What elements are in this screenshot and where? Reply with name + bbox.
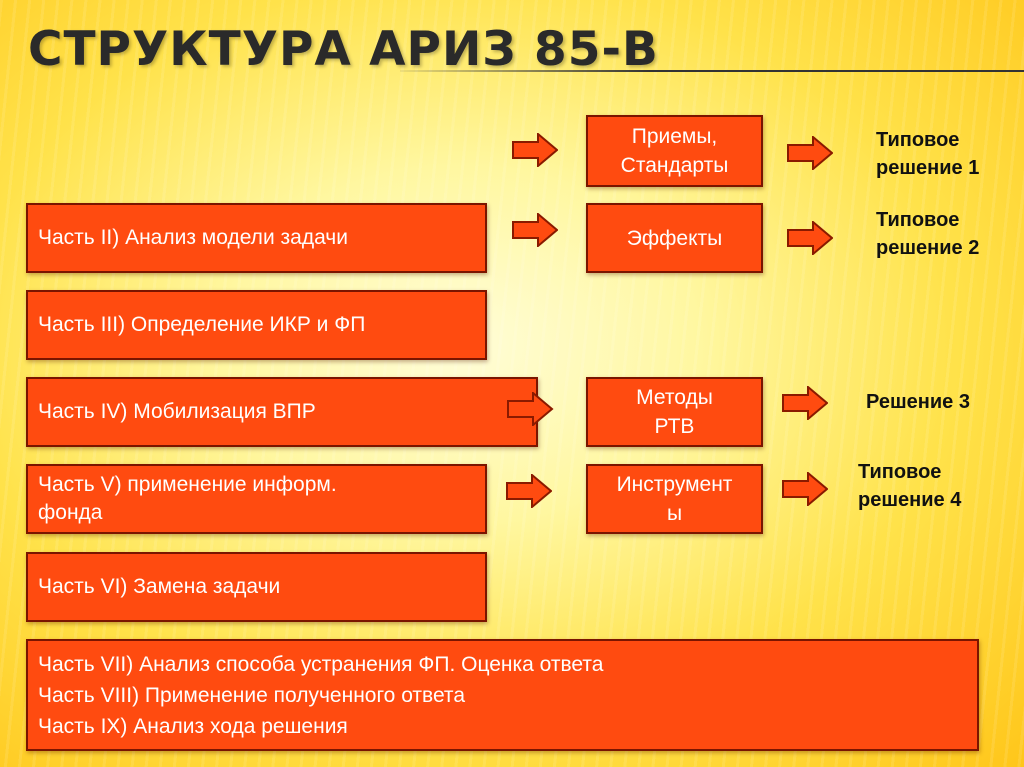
- right-arrow-icon: [506, 474, 552, 508]
- result-3-label: Решение 3: [866, 391, 970, 413]
- part-3-box: Часть III) Определение ИКР и ФП: [26, 290, 487, 360]
- part-6-label: Часть VI) Замена задачи: [38, 575, 281, 598]
- right-arrow-icon: [787, 221, 833, 255]
- part-9-label: Часть IX) Анализ хода решения: [38, 714, 348, 738]
- tool-standards-label: Приемы, Стандарты: [620, 125, 729, 177]
- tool-standards-box: Приемы, Стандарты: [586, 115, 763, 187]
- part-3-label: Часть III) Определение ИКР и ФП: [38, 313, 366, 336]
- part-8-label: Часть VIII) Применение полученного ответ…: [38, 683, 465, 707]
- tool-effects-box: Эффекты: [586, 203, 763, 273]
- page-title: СТРУКТУРА АРИЗ 85-В: [28, 22, 659, 77]
- part-2-label: Часть II) Анализ модели задачи: [38, 226, 348, 249]
- part-5-label: Часть V) применение информ. фонда: [38, 473, 337, 524]
- tool-rtv-box: Методы РТВ: [586, 377, 763, 447]
- result-4-label: Типовое решение 4: [858, 461, 962, 511]
- right-arrow-icon: [787, 136, 833, 170]
- part-4-label: Часть IV) Мобилизация ВПР: [38, 400, 316, 423]
- tool-effects-label: Эффекты: [626, 226, 723, 250]
- part-2-box: Часть II) Анализ модели задачи: [26, 203, 487, 273]
- tool-instruments-label: Инструмент ы: [616, 473, 733, 525]
- part-4-box: Часть IV) Мобилизация ВПР: [26, 377, 538, 447]
- right-arrow-icon: [512, 133, 558, 167]
- right-arrow-icon: [512, 213, 558, 247]
- right-arrow-icon: [782, 472, 828, 506]
- part-7-label: Часть VII) Анализ способа устранения ФП.…: [38, 652, 604, 676]
- title-divider: [400, 70, 1024, 72]
- tool-rtv-label: Методы РТВ: [636, 386, 713, 438]
- right-arrow-icon: [782, 386, 828, 420]
- result-1-label: Типовое решение 1: [876, 129, 980, 179]
- parts-7-9-box: Часть VII) Анализ способа устранения ФП.…: [26, 639, 979, 751]
- part-5-box: Часть V) применение информ. фонда: [26, 464, 487, 534]
- result-2-label: Типовое решение 2: [876, 209, 980, 259]
- part-6-box: Часть VI) Замена задачи: [26, 552, 487, 622]
- right-arrow-icon: [504, 392, 556, 426]
- tool-instruments-box: Инструмент ы: [586, 464, 763, 534]
